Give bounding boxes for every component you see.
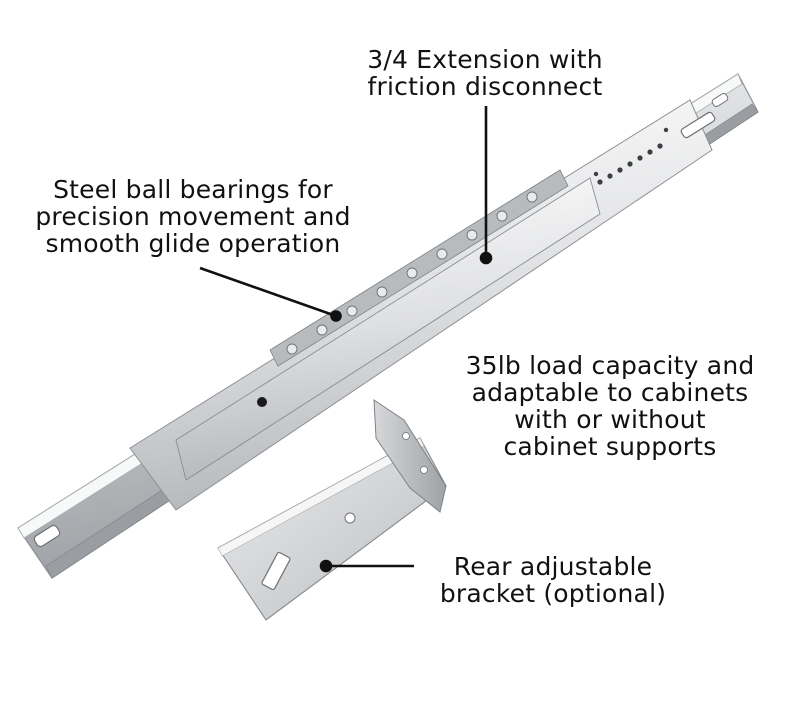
- bracket-callout-line1: Rear adjustable: [453, 552, 653, 581]
- rear-small-slot: [711, 93, 729, 107]
- bracket-flange-hole-bottom: [420, 466, 428, 474]
- bearings-callout: Steel ball bearings for precision moveme…: [8, 176, 378, 257]
- bracket-plate-edge: [217, 437, 425, 557]
- load-callout-line2: adaptable to cabinets: [471, 378, 749, 407]
- load-callout-line3: with or without: [514, 405, 706, 434]
- rear-mounting-slot: [680, 111, 716, 139]
- front-mounting-slot: [33, 524, 61, 548]
- bracket-hole: [344, 512, 356, 524]
- bracket-flange: [373, 399, 447, 513]
- load-callout-line4: cabinet supports: [503, 432, 717, 461]
- ball-bearings: [286, 191, 538, 355]
- bearings-callout-line2: precision movement and: [35, 202, 351, 231]
- drawer-member: [175, 177, 601, 481]
- extension-callout-line1: 3/4 Extension with: [367, 45, 603, 74]
- bracket-flange-hole-top: [402, 432, 410, 440]
- bracket-callout: Rear adjustable bracket (optional): [408, 553, 698, 607]
- adjustment-holes: [593, 127, 669, 185]
- bracket-slot: [261, 551, 291, 591]
- extension-callout-line2: friction disconnect: [367, 72, 603, 101]
- drawer-slide-rail-image: [17, 73, 759, 579]
- bearings-callout-line1: Steel ball bearings for: [53, 175, 333, 204]
- extension-callout: 3/4 Extension with friction disconnect: [330, 46, 640, 100]
- ball-bearing-race: [269, 169, 569, 367]
- bracket-callout-line2: bracket (optional): [439, 579, 667, 608]
- callout-leaders: [199, 106, 493, 573]
- front-mounting-hole: [257, 397, 267, 407]
- bearings-callout-line3: smooth glide operation: [45, 229, 341, 258]
- load-callout: 35lb load capacity and adaptable to cabi…: [440, 352, 780, 460]
- rear-bracket-image: [217, 399, 447, 621]
- load-callout-line1: 35lb load capacity and: [465, 351, 755, 380]
- bearings-leader: [199, 266, 337, 318]
